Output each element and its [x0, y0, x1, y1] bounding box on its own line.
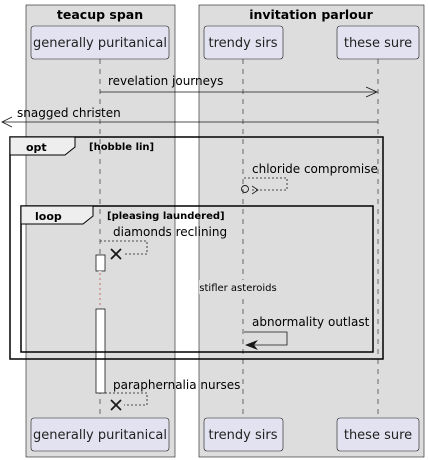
participant-label: generally puritanical — [33, 36, 167, 51]
participant-label: these sure — [344, 36, 412, 51]
loop-condition: [pleasing laundered] — [107, 211, 225, 222]
divider-label: stifler asteroids — [199, 283, 276, 294]
message-label: paraphernalia nurses — [113, 378, 240, 392]
opt-condition: [hobble lin] — [89, 142, 154, 153]
box-title-teacup-span: teacup span — [57, 7, 143, 22]
message-chloride-compromise: chloride compromise — [241, 162, 378, 195]
open-arrowhead-icon — [365, 86, 378, 98]
loop-keyword: loop — [35, 210, 62, 223]
message-diamonds-reclining: diamonds reclining — [100, 225, 227, 260]
participant-label: trendy sirs — [209, 36, 278, 51]
participant-generally-puritanical-bottom: generally puritanical — [30, 417, 170, 452]
activation-bar — [95, 254, 106, 394]
message-label: chloride compromise — [252, 162, 378, 176]
participant-label: these sure — [344, 428, 412, 443]
box-invitation-parlour: invitation parlour — [198, 4, 425, 458]
opt-keyword: opt — [26, 141, 47, 154]
open-arrowhead-icon — [1, 116, 13, 128]
participant-these-sure-bottom: these sure — [336, 417, 420, 452]
message-snagged-christen: snagged christen — [1, 106, 378, 128]
participant-label: trendy sirs — [209, 428, 278, 443]
participant-generally-puritanical-top: generally puritanical — [30, 25, 170, 60]
message-abnormality-outlast: abnormality outlast — [244, 315, 370, 350]
box-title-invitation-parlour: invitation parlour — [249, 7, 373, 22]
participant-trendy-sirs-top: trendy sirs — [203, 25, 284, 60]
message-label: revelation journeys — [108, 74, 223, 88]
participant-trendy-sirs-bottom: trendy sirs — [203, 417, 284, 452]
message-revelation-journeys: revelation journeys — [100, 74, 378, 98]
message-label: diamonds reclining — [113, 225, 227, 239]
destroy-x-icon — [110, 248, 122, 260]
lost-message-circle-icon — [241, 185, 249, 193]
destroy-x-icon — [110, 399, 122, 411]
filled-arrowhead-icon — [245, 340, 258, 350]
message-paraphernalia-nurses: paraphernalia nurses — [105, 378, 240, 411]
divider-stifler-asteroids: stifler asteroids — [199, 280, 277, 294]
participant-these-sure-top: these sure — [336, 25, 420, 60]
loop-frame: loop [pleasing laundered] — [20, 205, 374, 353]
open-arrowhead-icon — [251, 185, 259, 195]
participant-label: generally puritanical — [33, 428, 167, 443]
message-label: abnormality outlast — [252, 315, 370, 329]
opt-frame: opt [hobble lin] — [9, 136, 384, 360]
message-label: snagged christen — [17, 106, 121, 120]
